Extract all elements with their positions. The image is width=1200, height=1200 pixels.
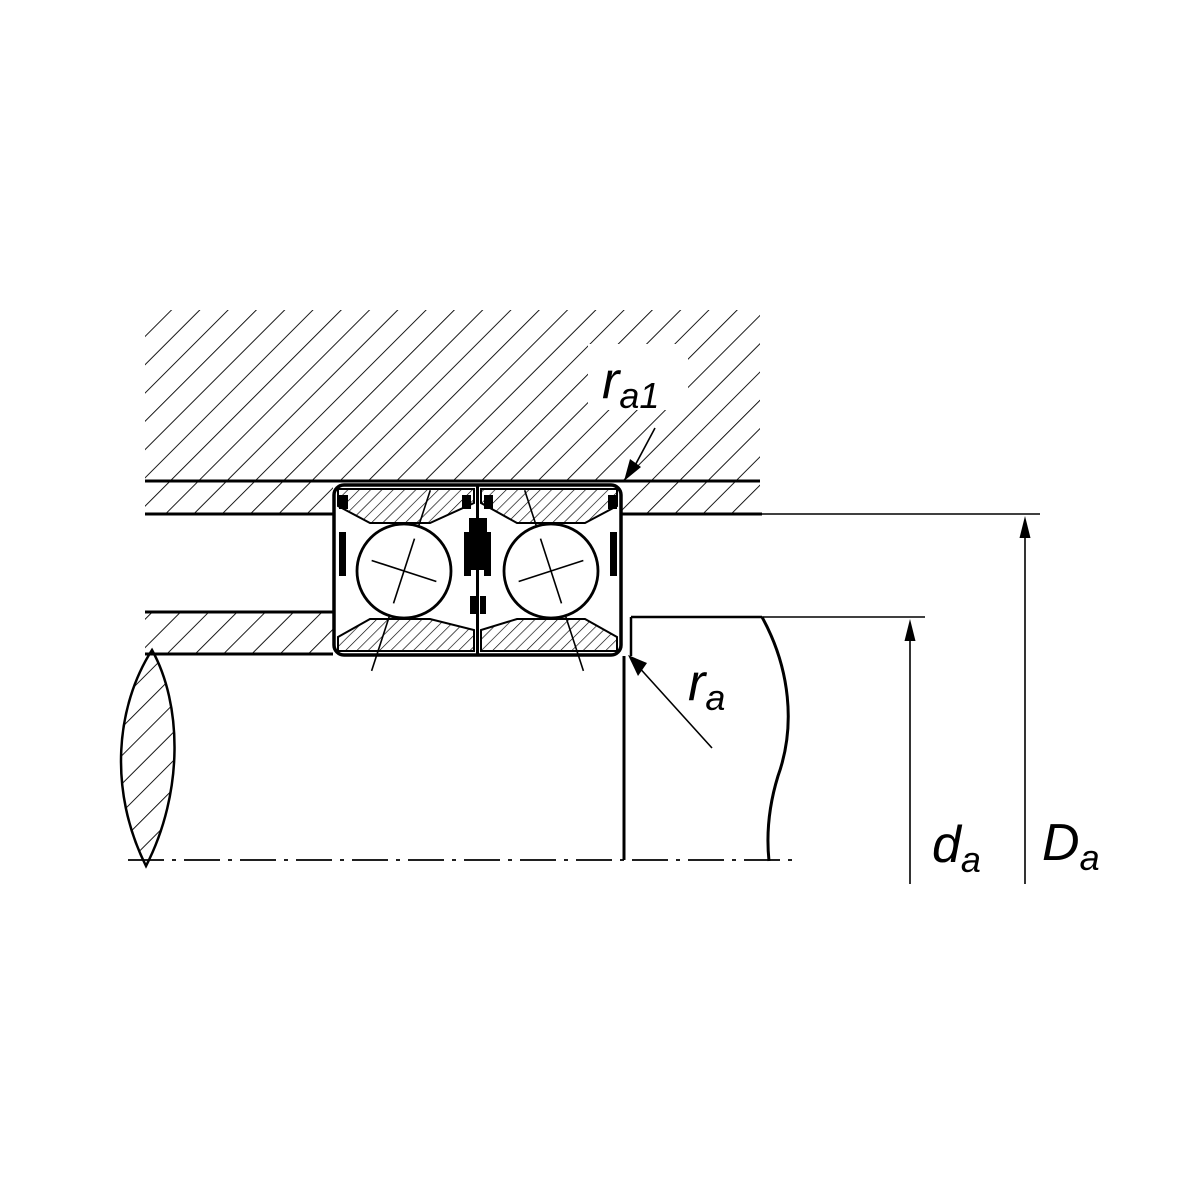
seal-right-inner [484, 532, 491, 576]
shaft-shoulder-hatch [145, 612, 333, 654]
Da-arrowhead [1019, 516, 1031, 538]
label-ra: ra [688, 654, 725, 718]
da-arrowhead [904, 619, 916, 641]
housing-left-shoulder-hatch [145, 481, 333, 514]
bearing-right [480, 488, 618, 672]
bearing-assembly [332, 483, 623, 672]
dimensions [624, 427, 1040, 884]
bearing-center-spacer [469, 518, 487, 614]
ra1-arrowhead [624, 459, 641, 481]
seal-left-outer [339, 532, 346, 576]
ball-center-cross-right [518, 538, 584, 604]
inner-ring-left [337, 618, 475, 652]
dimension-labels: ra1 ra da Da [602, 352, 1100, 880]
ra-leader-line [635, 663, 713, 749]
label-Da: Da [1042, 814, 1100, 878]
label-da: da [932, 816, 981, 880]
housing-section [145, 310, 762, 516]
bearing-left [337, 488, 475, 672]
seal-anchor-right-inner [484, 495, 493, 509]
label-ra1: ra1 [602, 352, 659, 416]
bearing-outline [332, 483, 623, 657]
shaft-partial-section [119, 647, 176, 869]
seal-right-outer [610, 532, 617, 576]
ra-arrowhead [628, 655, 647, 676]
housing-right-shoulder-hatch [622, 481, 760, 514]
outer-ring-left [337, 488, 475, 524]
shaft-break-line [760, 616, 790, 862]
ball-center-cross-left [371, 538, 437, 604]
seal-anchor-left-inner [462, 495, 471, 509]
shaft-section [119, 610, 790, 869]
label-backdrop [588, 344, 688, 410]
seal-left-inner [464, 532, 471, 576]
seal-anchor-left-outer [339, 495, 348, 509]
seal-anchor-right-outer [608, 495, 617, 509]
